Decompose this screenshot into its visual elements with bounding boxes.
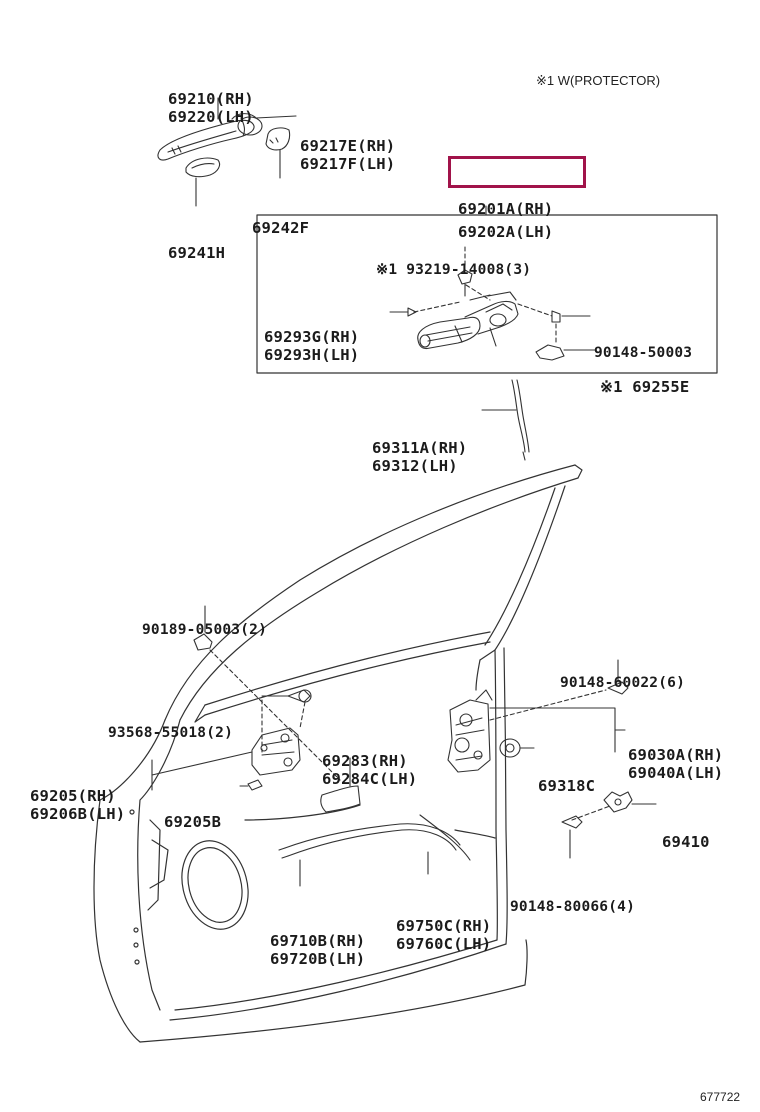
- label-69410[interactable]: 69410: [662, 833, 710, 851]
- lock-cylinder-drawing: [418, 270, 518, 349]
- clip-drawing: [194, 634, 212, 650]
- handle-pad-drawing: [186, 158, 220, 177]
- lock-rod-drawing: [512, 380, 529, 460]
- lock-control-drawing: [252, 728, 300, 775]
- screw-90148-80066-drawing: [562, 816, 582, 828]
- label-93568[interactable]: 93568-55018(2): [108, 725, 234, 741]
- label-69750c[interactable]: 69750C(RH)69760C(LH): [396, 917, 492, 953]
- label-69311a[interactable]: 69311A(RH)69312(LH): [372, 439, 468, 475]
- handle-cover-drawing: [266, 128, 290, 150]
- label-69241h[interactable]: 69241H: [168, 244, 226, 262]
- cushion-69318c-drawing: [500, 739, 520, 757]
- cylinder-assembly-box: [257, 215, 717, 373]
- label-69205[interactable]: 69205(RH)69206B(LH): [30, 787, 126, 823]
- label-69210[interactable]: 69210(RH)69220(LH): [168, 90, 254, 126]
- label-93219[interactable]: ※1 93219-14008(3): [376, 262, 532, 278]
- highlight-box: [448, 156, 586, 188]
- protector-note: ※1 W(PROTECTOR): [536, 73, 661, 88]
- label-69201a[interactable]: 69201A(RH): [458, 200, 554, 218]
- diagram-code: 677722: [700, 1090, 741, 1104]
- cable-69710-drawing: [279, 824, 460, 858]
- label-69710b[interactable]: 69710B(RH)69720B(LH): [270, 932, 366, 968]
- striker-69410-drawing: [604, 792, 632, 812]
- label-69205b[interactable]: 69205B: [164, 813, 222, 831]
- label-69242f[interactable]: 69242F: [252, 219, 310, 237]
- screw-90148-60022-drawing: [608, 682, 628, 694]
- label-69293g[interactable]: 69293G(RH)69293H(LH): [264, 328, 360, 364]
- label-69283[interactable]: 69283(RH)69284C(LH): [322, 752, 418, 788]
- label-69202a[interactable]: 69202A(LH): [458, 223, 554, 241]
- label-69217e[interactable]: 69217E(RH)69217F(LH): [300, 137, 396, 173]
- outside-handle-drawing: [158, 114, 262, 160]
- screw-93568-drawing: [288, 690, 311, 702]
- label-90148-60022[interactable]: 90148-60022(6): [560, 675, 686, 691]
- door-frame-drawing: [94, 465, 582, 1042]
- door-lock-drawing: [448, 690, 492, 772]
- label-90148-80066[interactable]: 90148-80066(4): [510, 899, 636, 915]
- label-90189[interactable]: 90189-05003(2): [142, 622, 268, 638]
- label-69030a[interactable]: 69030A(RH)69040A(LH): [628, 746, 724, 782]
- cover-69283-drawing: [321, 786, 360, 812]
- label-69255e[interactable]: ※1 69255E: [600, 378, 690, 396]
- label-90148-50003[interactable]: 90148-50003: [594, 345, 693, 361]
- label-69318c[interactable]: 69318C: [538, 777, 596, 795]
